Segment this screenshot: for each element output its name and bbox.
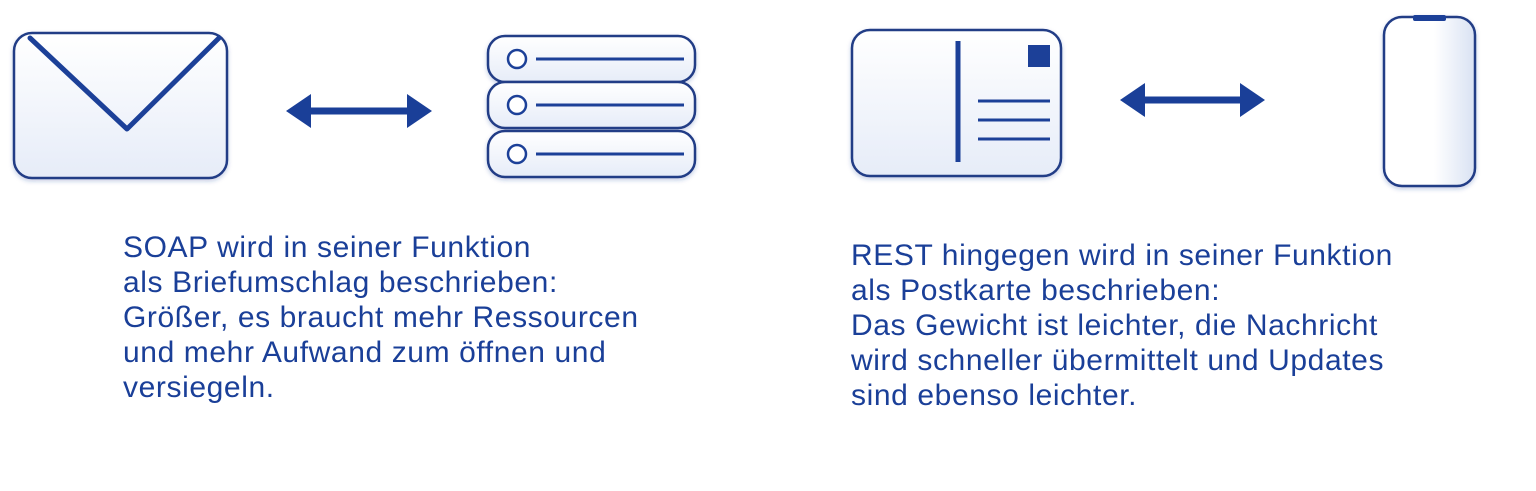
envelope-icon [12,31,229,180]
postcard-icon [850,28,1063,178]
rest-caption-line: sind ebenso leichter. [851,379,1138,412]
server-unit [486,129,697,179]
rest-caption-line: als Postkarte beschrieben: [851,274,1221,307]
soap-caption-line: als Briefumschlag beschrieben: [123,266,558,299]
soap-caption-line: und mehr Aufwand zum öffnen und [123,336,607,369]
server-unit [486,80,697,130]
rest-caption-line: REST hingegen wird in seiner Funktion [851,239,1393,272]
double-arrow-icon [1120,83,1265,117]
server-unit [486,34,697,84]
soap-caption-line: Größer, es braucht mehr Ressourcen [123,301,639,334]
rest-caption-line: Das Gewicht ist leichter, die Nachricht [851,309,1378,342]
rest-description: REST hingegen wird in seiner Funktion al… [851,238,1393,413]
soap-description: SOAP wird in seiner Funktion als Briefum… [123,230,639,405]
soap-caption-line: versiegeln. [123,371,275,404]
server-stack-icon [486,34,697,179]
soap-caption-line: SOAP wird in seiner Funktion [123,231,532,264]
rest-caption-line: wird schneller übermittelt und Updates [851,344,1385,377]
double-arrow-icon [286,94,432,128]
smartphone-icon [1382,15,1477,188]
